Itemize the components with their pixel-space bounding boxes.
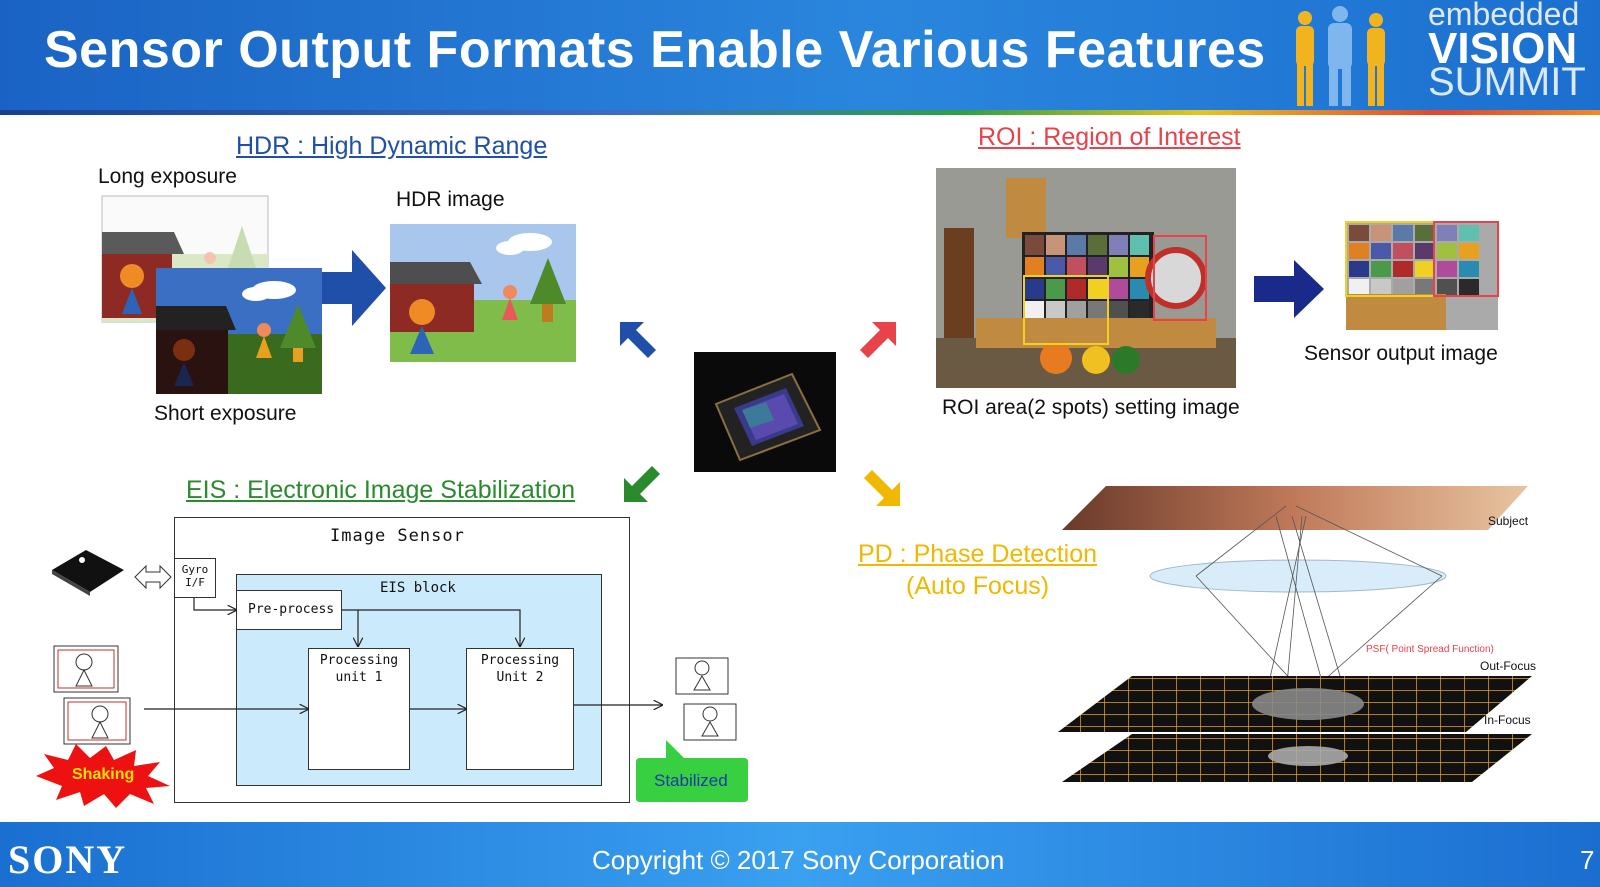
bidirectional-arrow-icon [134,564,172,590]
roi-title: ROI : Region of Interest [978,123,1241,151]
hdr-title: HDR : High Dynamic Range [236,132,548,160]
arrow-to-roi [860,322,896,358]
stabilized-label: Stabilized [654,771,728,790]
eis-title: EIS : Electronic Image Stabilization [186,476,576,504]
copyright-text: Copyright © 2017 Sony Corporation [592,845,1005,875]
logo-summit: SUMMIT [1428,60,1586,104]
phase-detection-diagram [1058,486,1532,782]
in-focus-label: In-Focus [1484,713,1531,727]
gyro-if-label: Gyro I/F [181,563,209,589]
psf-label: PSF( Point Spread Function) [1366,644,1494,655]
out-focus-label: Out-Focus [1480,659,1537,673]
hdr-image [390,224,576,362]
short-exposure-image [156,268,322,394]
long-exposure-label: Long exposure [98,165,237,188]
pre-process-box [236,590,342,630]
roi-setting-image [936,168,1236,388]
hdr-image-label: HDR image [396,188,505,211]
sensor-output-image [1345,221,1499,330]
logo-embedded: embedded [1428,0,1580,32]
processing-unit-2-box [466,648,574,770]
processing-unit-1-label: Processing unit 1 [319,653,399,685]
logo-vision: VISION [1428,24,1578,73]
gyro-sensor-chip-icon [52,550,124,596]
eis-block-label: EIS block [380,580,456,596]
shaking-label: Shaking [72,766,135,783]
arrow-to-hdr [620,322,656,358]
pre-process-label: Pre-process [248,602,335,617]
slide-footer [0,822,1600,887]
page-number: 7 [1580,845,1595,875]
roi-arrow [1254,260,1324,318]
summit-logo-figures [1296,6,1385,106]
slide-title: Sensor Output Formats Enable Various Fea… [44,21,1266,79]
gyro-if-box [174,558,216,598]
subject-label: Subject [1488,514,1529,528]
sony-logo: SONY [8,837,128,882]
hdr-arrow [322,250,386,326]
image-sensor-chip-photo [694,352,836,472]
pd-subtitle: (Auto Focus) [906,572,1050,600]
arrow-to-eis [624,466,660,502]
shaking-burst [36,744,170,808]
short-exposure-label: Short exposure [154,402,297,425]
stabilized-badge [636,740,748,802]
processing-unit-2-label: Processing Unit 2 [480,653,560,685]
arrow-to-pd [864,470,900,506]
stabilized-frames-icon [675,657,737,741]
image-sensor-label: Image Sensor [330,526,465,546]
header-divider [0,110,1600,115]
shaking-frames-icon [53,645,131,745]
processing-unit-1-box [308,648,410,770]
sensor-output-caption: Sensor output image [1304,342,1498,365]
roi-setting-caption: ROI area(2 spots) setting image [942,396,1240,419]
pd-title: PD : Phase Detection [858,540,1098,568]
